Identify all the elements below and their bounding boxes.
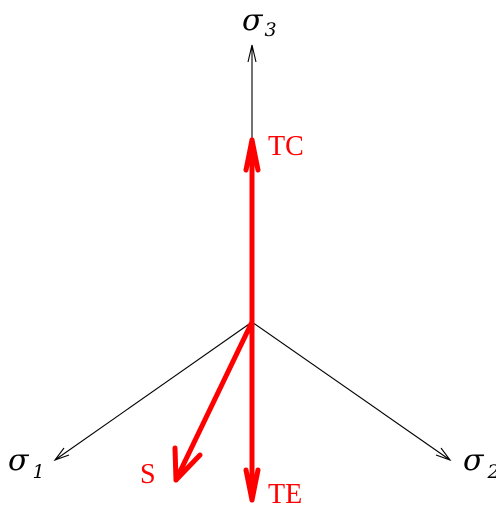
sigma1-subscript: 1 xyxy=(32,461,44,483)
sigma2-axis xyxy=(251,321,451,461)
s-path-line xyxy=(173,319,255,483)
s-label: S xyxy=(140,459,156,490)
sigma1-symbol: σ xyxy=(8,443,30,478)
sigma2-arrowhead xyxy=(435,447,452,462)
te-arrowhead xyxy=(243,467,261,503)
sigma3-subscript: 3 xyxy=(264,19,276,41)
sigma3-arrowhead xyxy=(247,44,257,63)
paths-group xyxy=(172,137,261,503)
tc-arrowhead xyxy=(243,137,261,173)
sigma2-symbol: σ xyxy=(463,443,485,478)
sigma2-label: σ2 xyxy=(463,443,496,483)
sigma3-symbol: σ xyxy=(242,3,264,38)
tc-label: TC xyxy=(268,131,304,162)
s-arrowhead xyxy=(172,445,203,483)
sigma2-subscript: 2 xyxy=(486,461,496,483)
sigma1-axis xyxy=(54,321,253,461)
te-label: TE xyxy=(268,479,302,510)
sigma1-arrowhead xyxy=(53,447,70,462)
